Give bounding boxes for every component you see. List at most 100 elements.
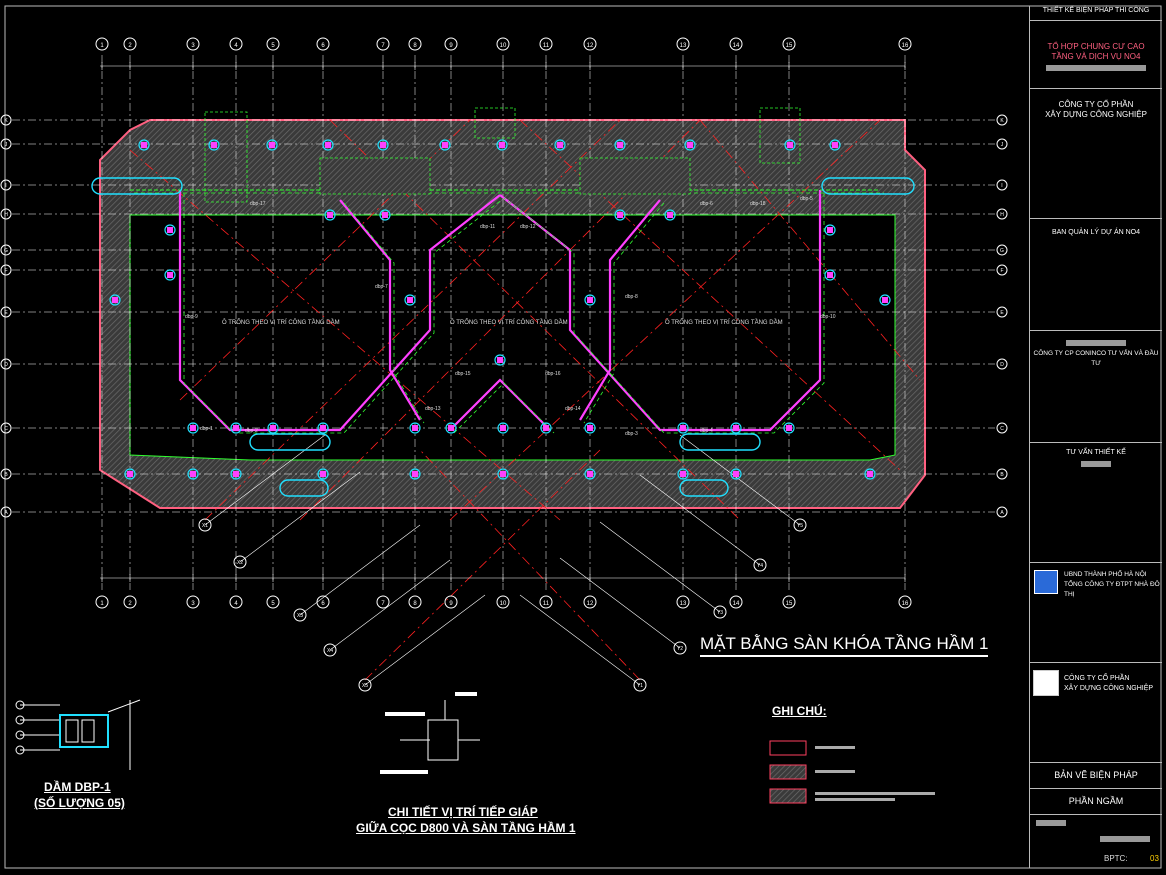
diagonal-axis-line <box>364 594 486 686</box>
tb-cty-cp-cell: CÔNG TY CỔ PHẦN XÂY DỰNG CÔNG NGHIỆP <box>1030 662 1162 763</box>
tb-consultant: CÔNG TY CP CONINCO TƯ VẤN VÀ ĐẦU TƯ <box>1033 350 1159 367</box>
title-block: THIẾT KẾ BIỆN PHÁP THI CÔNG TỔ HỢP CHUNG… <box>1029 6 1162 868</box>
column-pile <box>824 269 836 281</box>
tb-header-cell: THIẾT KẾ BIỆN PHÁP THI CÔNG <box>1030 6 1162 21</box>
grid-bubble-bottom <box>676 595 690 609</box>
column-pile <box>109 294 121 306</box>
red-axis-line <box>364 449 601 681</box>
pile-group <box>679 433 761 451</box>
grid-bubble-bottom <box>539 595 553 609</box>
column-core <box>233 425 239 431</box>
column-core <box>827 227 833 233</box>
column-core <box>587 425 593 431</box>
column-core <box>407 297 413 303</box>
diagonal-axis-bubble <box>673 641 687 655</box>
grid-col-label-bottom: 2 <box>128 601 132 607</box>
grid-col-label-bottom: 5 <box>271 601 275 607</box>
grid-row-label-right: D <box>1000 362 1004 368</box>
grid-col-label-top: 4 <box>234 43 238 49</box>
grid-col-label-bottom: 1 <box>100 601 104 607</box>
column-core <box>500 471 506 477</box>
grid-bubble-left <box>0 306 12 318</box>
grid-bubble-bottom <box>444 595 458 609</box>
tb-ubnd: UBND THÀNH PHỐ HÀ NỘI <box>1064 571 1147 578</box>
grid-bubble-bottom <box>123 595 137 609</box>
grid-col-label-top: 10 <box>500 43 507 49</box>
tb-company: CÔNG TY CỔ PHẦN <box>1058 100 1134 109</box>
column-pile <box>187 422 199 434</box>
grid-col-label-bottom: 3 <box>191 601 195 607</box>
column-pile <box>164 269 176 281</box>
column-pile <box>879 294 891 306</box>
grid-col-label-top: 6 <box>321 43 325 49</box>
column-core <box>733 425 739 431</box>
grid-bubble-bottom <box>266 595 280 609</box>
grid-col-label-bottom: 15 <box>786 601 793 607</box>
diagonal-axis-label: Y5 <box>797 523 803 529</box>
grid-col-label-bottom: 7 <box>381 601 385 607</box>
grid-col-label-top: 16 <box>902 43 909 49</box>
diagonal-axis-line <box>519 594 641 686</box>
beam-label: dbp-14 <box>565 406 581 412</box>
grid-row-label-right: F <box>1000 268 1003 274</box>
tb-header: THIẾT KẾ BIỆN PHÁP THI CÔNG <box>1042 7 1150 14</box>
pile-group <box>679 479 729 497</box>
diagonal-axis-label: X3 <box>297 613 303 619</box>
beam-label: dbp-17 <box>250 201 266 207</box>
column-core <box>687 142 693 148</box>
column-pile <box>445 422 457 434</box>
beam-label: dbp-1 <box>200 426 213 432</box>
column-core <box>380 142 386 148</box>
beam-offset-line <box>503 193 825 434</box>
tb-sheet-no: 03 <box>1150 854 1159 863</box>
column-pile <box>540 422 552 434</box>
grid-bubble-left <box>0 422 12 434</box>
beam-label: dbp-11 <box>480 224 495 230</box>
grid-row-label-left: I <box>5 183 6 189</box>
grid-bubble-bottom <box>316 595 330 609</box>
drawing-title: MẶT BẰNG SÀN KHÓA TẦNG HẦM 1 <box>700 634 989 657</box>
column-pile <box>124 468 136 480</box>
column-pile <box>677 468 689 480</box>
diagonal-axis-line <box>559 557 681 649</box>
grid-row-label-right: K <box>1000 118 1004 124</box>
diagonal-axis-bubble <box>753 558 767 572</box>
tb-phan-ngam-cell: PHẦN NGẦM <box>1030 788 1162 815</box>
column-pile <box>230 422 242 434</box>
diagonal-axis-label: X4 <box>327 648 333 654</box>
grid-col-label-top: 15 <box>786 43 793 49</box>
red-axis-line <box>204 119 621 521</box>
tb-sheet-label: BPTC: <box>1104 854 1128 863</box>
beam-offset-line <box>583 202 665 424</box>
column-pile <box>829 139 841 151</box>
grid-bubble-bottom <box>186 595 200 609</box>
red-axis-line <box>419 449 641 681</box>
grid-bubble-top <box>123 37 137 51</box>
column-core <box>543 425 549 431</box>
green-frame <box>579 157 691 195</box>
tb-company-cell: CÔNG TY CỔ PHẦN XÂY DỰNG CÔNG NGHIỆP <box>1030 88 1162 219</box>
beam-lines <box>130 107 884 434</box>
beam-label: dbp-9 <box>185 314 198 320</box>
red-axis-line <box>699 119 921 381</box>
diagonal-axis-bubble <box>233 555 247 569</box>
column-core <box>167 272 173 278</box>
grid-col-label-top: 14 <box>733 43 740 49</box>
column-core <box>587 297 593 303</box>
diagonal-axis-label: X1 <box>202 523 208 529</box>
column-pile <box>554 139 566 151</box>
column-pile <box>379 209 391 221</box>
column-pile <box>584 468 596 480</box>
company-logo-icon <box>1033 670 1059 696</box>
green-frame <box>204 111 248 203</box>
grid-col-label-top: 12 <box>587 43 594 49</box>
column-pile <box>614 209 626 221</box>
grid-col-label-top: 13 <box>680 43 687 49</box>
column-core <box>190 425 196 431</box>
column-pile <box>684 139 696 151</box>
grid-col-label-top: 2 <box>128 43 132 49</box>
red-axis-line <box>449 119 881 521</box>
column-core <box>617 212 623 218</box>
grid-bubble-top <box>782 37 796 51</box>
grid-row-label-left: H <box>4 212 8 218</box>
